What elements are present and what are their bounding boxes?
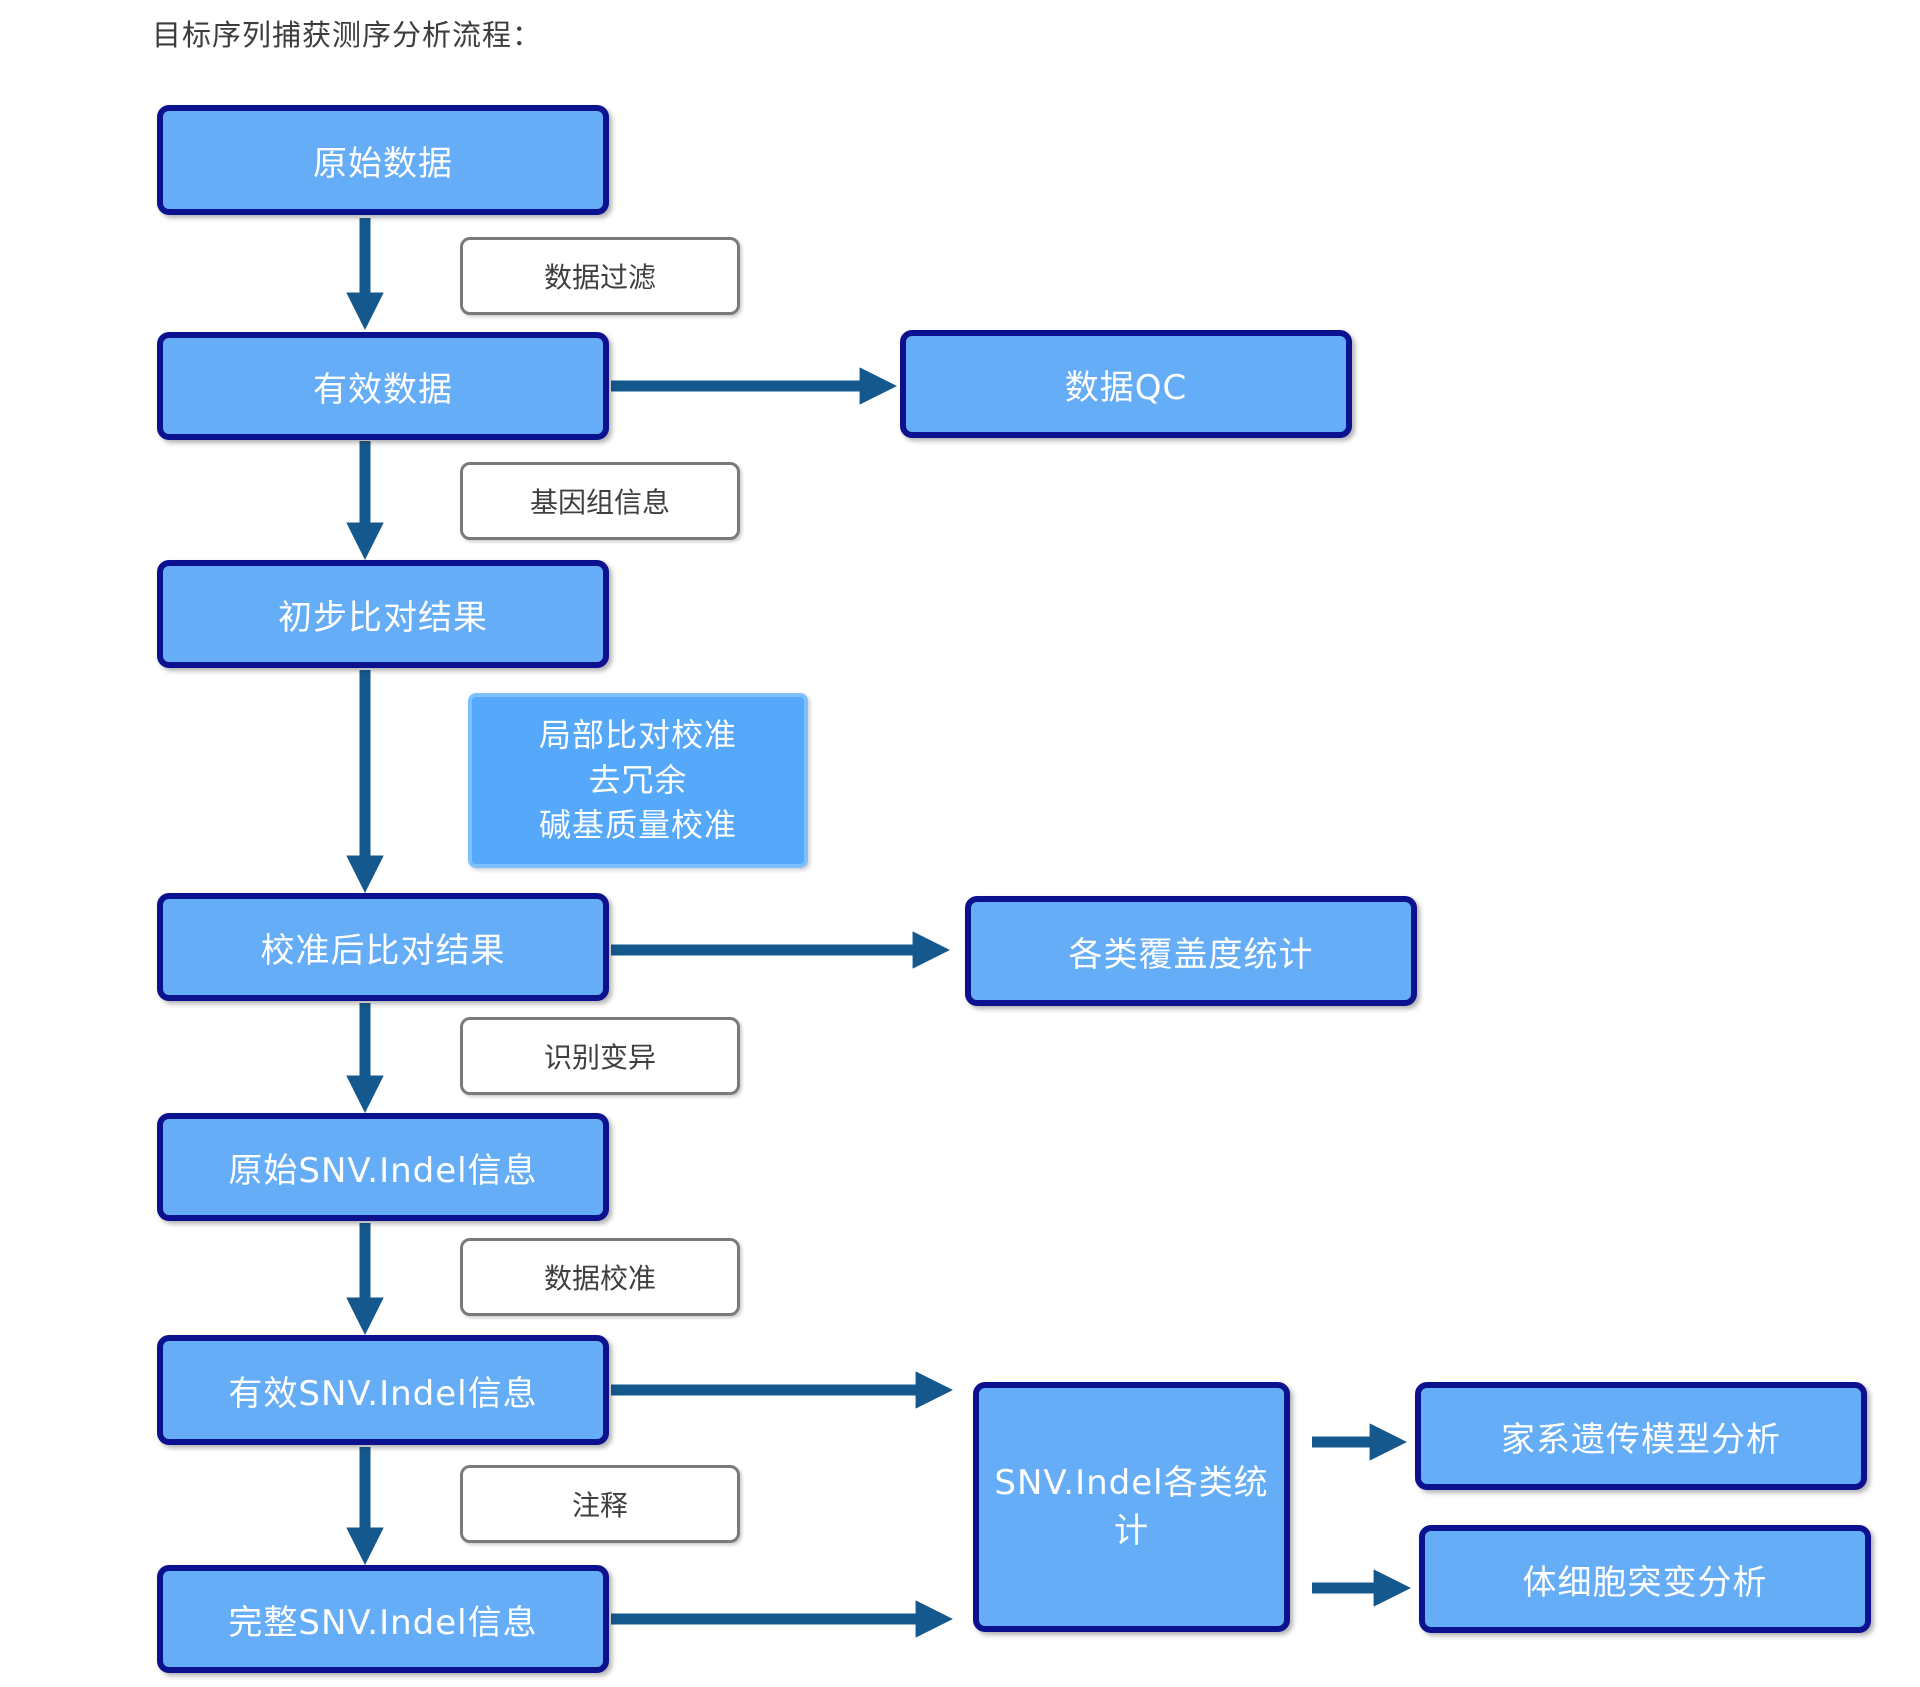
step-label-data-calibration: 数据校准 bbox=[460, 1238, 740, 1316]
node-raw-snv-indel: 原始SNV.Indel信息 bbox=[157, 1113, 609, 1221]
step-label-genome-info: 基因组信息 bbox=[460, 462, 740, 540]
node-raw-data: 原始数据 bbox=[157, 105, 609, 215]
page-title: 目标序列捕获测序分析流程： bbox=[152, 18, 543, 52]
process-note: 局部比对校准 去冗余 碱基质量校准 bbox=[468, 693, 808, 868]
step-label-variant-calling: 识别变异 bbox=[460, 1017, 740, 1095]
step-label-annotation: 注释 bbox=[460, 1465, 740, 1543]
node-calibrated-alignment: 校准后比对结果 bbox=[157, 893, 609, 1001]
node-complete-snv-indel: 完整SNV.Indel信息 bbox=[157, 1565, 609, 1673]
node-valid-data: 有效数据 bbox=[157, 332, 609, 440]
node-data-qc: 数据QC bbox=[900, 330, 1352, 438]
process-note-line-2: 去冗余 bbox=[588, 761, 688, 799]
step-label-data-filter: 数据过滤 bbox=[460, 237, 740, 315]
node-pedigree-model: 家系遗传模型分析 bbox=[1415, 1382, 1867, 1490]
node-initial-alignment: 初步比对结果 bbox=[157, 560, 609, 668]
node-valid-snv-indel: 有效SNV.Indel信息 bbox=[157, 1335, 609, 1445]
process-note-line-1: 局部比对校准 bbox=[538, 716, 737, 754]
node-coverage-stats: 各类覆盖度统计 bbox=[965, 896, 1417, 1006]
process-note-line-3: 碱基质量校准 bbox=[538, 806, 737, 844]
node-snv-indel-stats: SNV.Indel各类统计 bbox=[973, 1382, 1290, 1632]
node-somatic-mutation: 体细胞突变分析 bbox=[1419, 1525, 1871, 1633]
